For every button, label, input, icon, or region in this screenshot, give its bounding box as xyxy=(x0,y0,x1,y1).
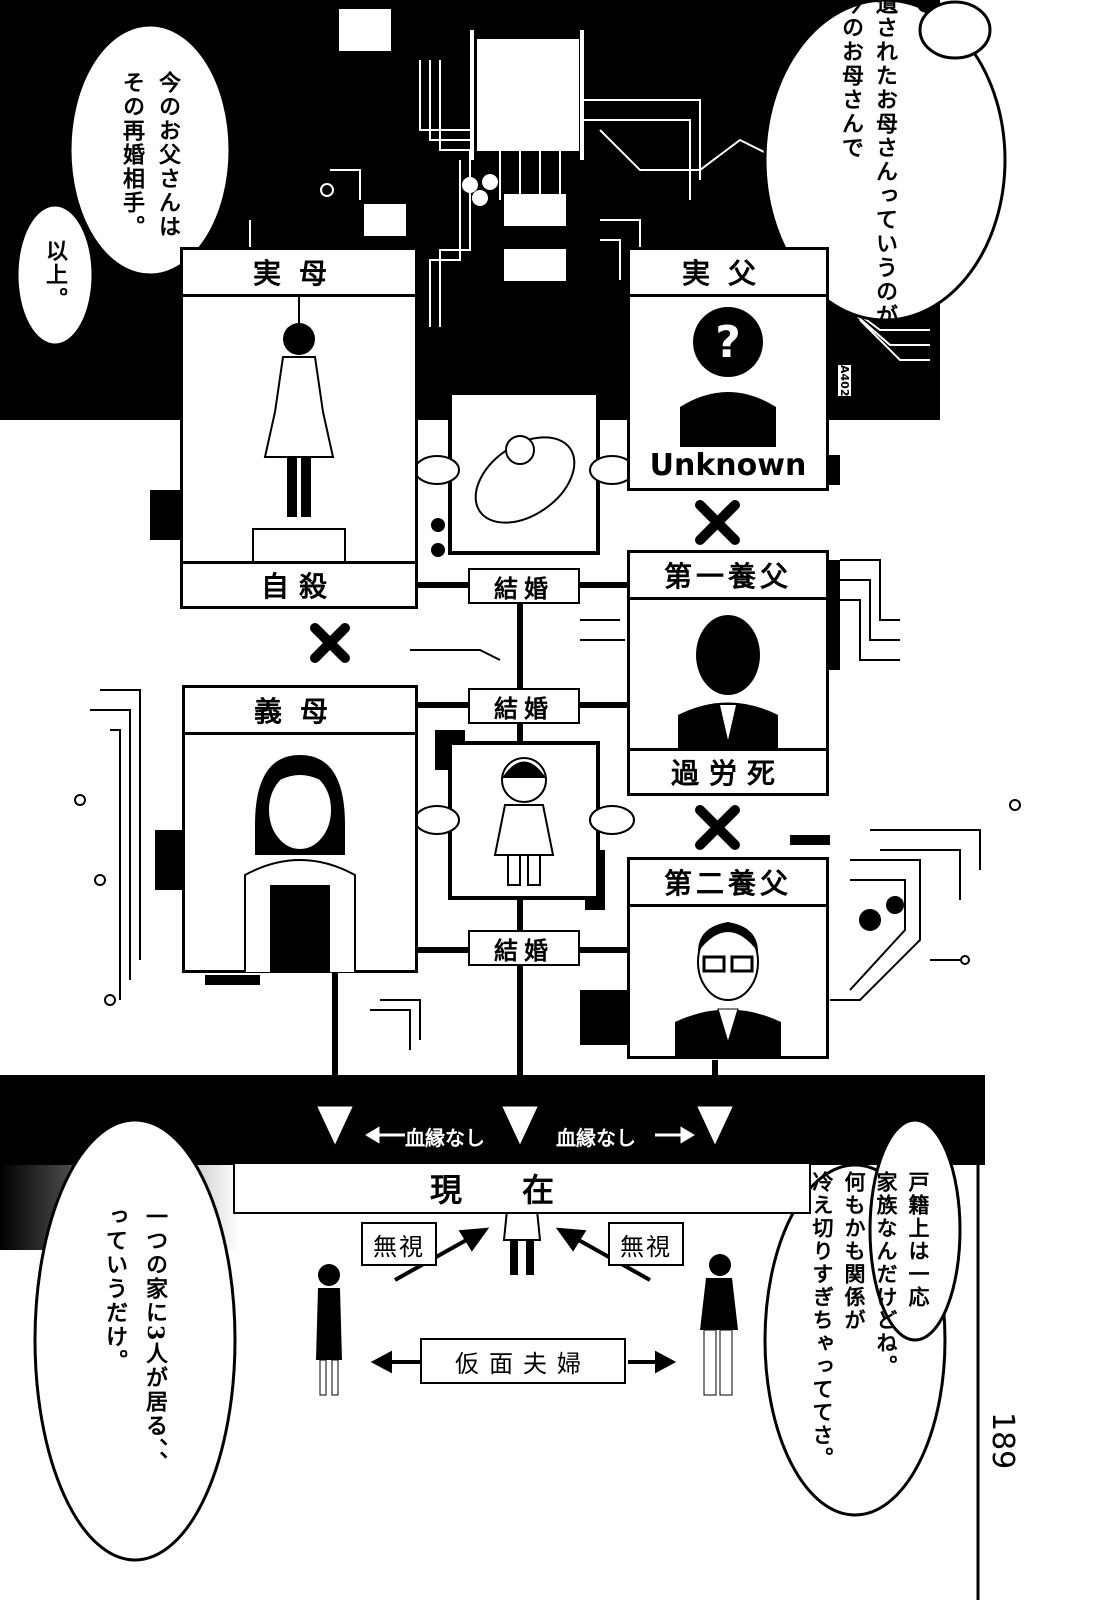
marriage-label-1: 結婚 xyxy=(468,568,580,604)
speech-bubble-top-right: で 遺されたお母さんっていうのが 今のお母さんで xyxy=(775,0,995,328)
svg-text:?: ? xyxy=(715,317,741,368)
circuit-traces-top xyxy=(199,9,930,361)
page-number: 189 xyxy=(985,1412,1020,1470)
speech-bubble-small-left: 以上。 xyxy=(25,215,85,335)
step-mother-illustration xyxy=(244,755,356,973)
first-step-father-title: 第一養父 xyxy=(630,553,826,600)
real-father-title: 実父 xyxy=(630,250,826,297)
unknown-silhouette-illustration: ? xyxy=(680,307,776,447)
speech-text-top-left: 今のお父さんは その再婚相手。 xyxy=(119,71,181,239)
speech-text-bottom-left: 一つの家に3人が居る、、 っていうだけ。 xyxy=(102,1204,168,1476)
no-blood-left-label: 血縁なし xyxy=(405,1126,485,1150)
chip-label: A402 xyxy=(838,365,851,397)
glasses-man-illustration xyxy=(675,922,781,1057)
real-mother-title: 実母 xyxy=(183,250,415,297)
marriage-label-3: 結婚 xyxy=(468,930,580,966)
speech-text-bottom-right: 戸籍上は一応 家族なんだけどね。 何もかも関係が 冷え切りすぎちゃっててさ。 xyxy=(810,1170,931,1470)
second-step-father-title: 第二養父 xyxy=(630,860,826,907)
second-step-father-card: 第二養父 xyxy=(627,857,829,1059)
speech-text-top-right: で 遺されたお母さんっていうのが 今のお母さんで xyxy=(838,0,932,328)
x-marks xyxy=(310,500,740,850)
no-blood-right-label: 血縁なし xyxy=(556,1126,636,1150)
real-mother-status: 自殺 xyxy=(183,561,415,606)
ignore-left-label: 無視 xyxy=(361,1222,437,1266)
step-mother-title: 義母 xyxy=(185,688,415,735)
blood-arrows xyxy=(365,1126,695,1144)
chip-pins-top xyxy=(462,30,584,206)
marriage-label-2: 結婚 xyxy=(468,688,580,724)
circuit-traces-middle xyxy=(74,559,1021,1050)
real-mother-card: 実母 自殺 xyxy=(180,247,418,609)
first-step-father-card: 第一養父 過労死 xyxy=(627,550,829,796)
down-arrows xyxy=(312,1103,738,1152)
present-title: 現在 xyxy=(429,1171,614,1209)
speech-bubbles xyxy=(15,0,1007,1562)
speech-bubble-bottom-right: 戸籍上は一応 家族なんだけどね。 何もかも関係が 冷え切りすぎちゃっててさ。 xyxy=(770,1140,970,1500)
speech-text-small-left: 以上。 xyxy=(42,239,68,311)
step-mother-card: 義母 xyxy=(182,685,418,973)
present-banner: 現在 xyxy=(233,1162,811,1214)
real-father-status: Unknown xyxy=(649,447,807,483)
hanging-figure-illustration xyxy=(252,297,346,566)
man-silhouette-illustration xyxy=(678,615,778,750)
masked-couple-label: 仮面夫婦 xyxy=(420,1338,626,1384)
speech-bubble-top-left: 今のお父さんは その再婚相手。 xyxy=(80,40,220,270)
baby-panel xyxy=(414,391,635,555)
child-panel xyxy=(414,741,635,900)
first-step-father-status: 過労死 xyxy=(630,748,826,793)
speech-bubble-bottom-left: 一つの家に3人が居る、、 っていうだけ。 xyxy=(45,1160,225,1520)
ignore-right-label: 無視 xyxy=(608,1222,684,1266)
real-father-card: 実父 ? Unknown xyxy=(627,247,829,491)
